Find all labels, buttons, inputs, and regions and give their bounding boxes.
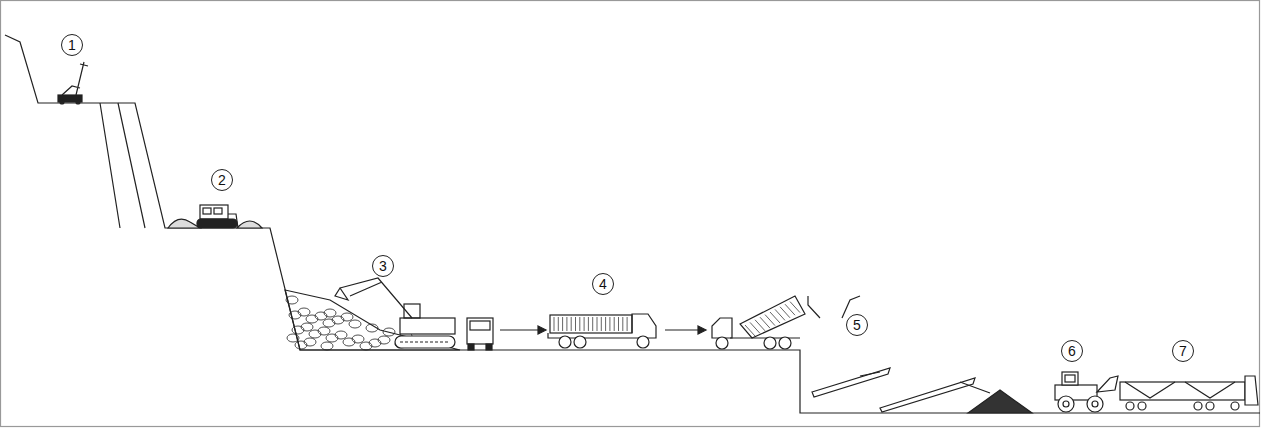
bulldozer xyxy=(168,205,262,228)
callout-number: 7 xyxy=(1172,340,1194,362)
wheel-loader xyxy=(1055,372,1118,412)
rock-cracks xyxy=(100,103,145,228)
tipping-truck xyxy=(712,296,805,349)
callout-number: 5 xyxy=(846,314,868,336)
callout-number: 3 xyxy=(372,255,394,277)
callout-number: 1 xyxy=(61,34,83,56)
excavator xyxy=(335,278,455,348)
rock-pile xyxy=(285,290,460,350)
callout-number: 4 xyxy=(592,273,614,295)
callout-number: 2 xyxy=(211,169,233,191)
dump-truck xyxy=(548,314,656,348)
flow-arrow xyxy=(500,329,538,330)
hopper-wagon xyxy=(1120,376,1258,410)
callout-number: 6 xyxy=(1061,340,1083,362)
arrow-head xyxy=(698,326,706,334)
truck-front xyxy=(467,318,493,350)
gravel-pile xyxy=(968,390,1032,413)
rock-texture xyxy=(286,296,412,350)
conveyor-chute xyxy=(860,372,990,393)
flow-arrow xyxy=(665,329,698,330)
arrow-head xyxy=(538,326,546,334)
conveyor xyxy=(812,368,975,412)
drill-rig xyxy=(58,62,88,104)
terrain xyxy=(5,35,1260,413)
